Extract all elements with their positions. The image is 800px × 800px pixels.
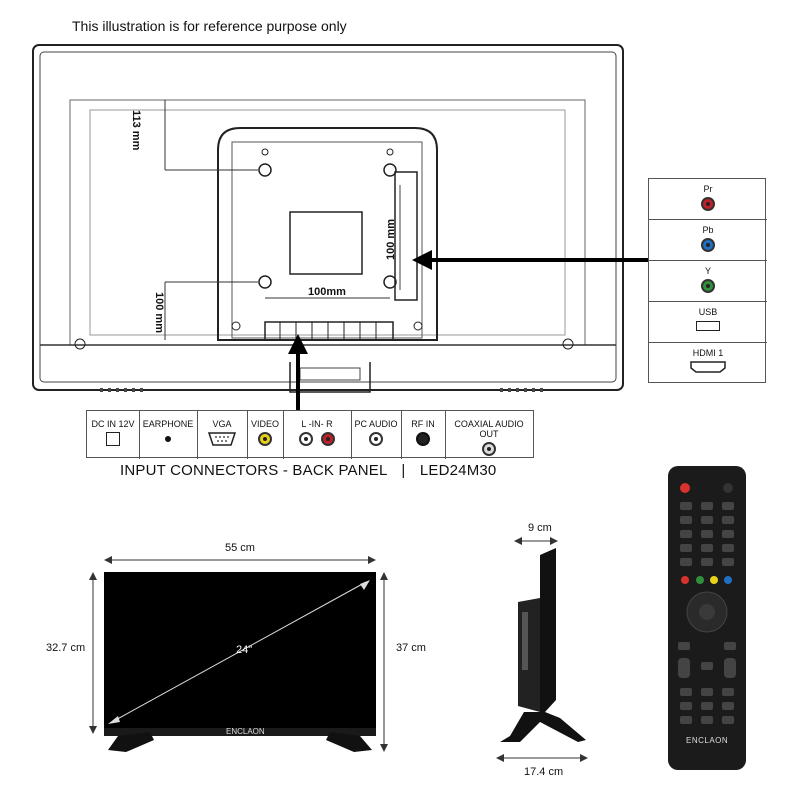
rca-blue-icon xyxy=(701,238,715,252)
pc-audio-jack-icon xyxy=(369,432,383,446)
connector-vga: VGA xyxy=(197,411,248,459)
rf-in-port-icon xyxy=(416,432,430,446)
model-number: LED24M30 xyxy=(419,462,497,479)
connector-pc-audio: PC AUDIO xyxy=(351,411,402,459)
panel-caption: INPUT CONNECTORS - BACK PANEL | LED24M30 xyxy=(120,462,496,479)
connector-coaxial-out: COAXIAL AUDIO OUT xyxy=(445,411,533,459)
connector-earphone: EARPHONE xyxy=(139,411,198,459)
dc-jack-icon xyxy=(106,432,120,446)
rca-red-icon xyxy=(701,197,715,211)
usb-port-icon xyxy=(696,321,720,331)
dim-front-height-right: 37 cm xyxy=(396,642,426,654)
connector-rf-in: RF IN xyxy=(401,411,446,459)
connector-usb: USB xyxy=(649,302,767,343)
dim-vesa-horizontal: 100mm xyxy=(308,286,346,298)
dim-front-width: 55 cm xyxy=(225,542,255,554)
connector-pr: Pr xyxy=(649,179,767,220)
dim-side-depth-top: 9 cm xyxy=(528,522,552,534)
bottom-connector-strip: DC IN 12V EARPHONE VGA VIDEO L -IN- R PC… xyxy=(86,410,534,459)
remote-buttons xyxy=(678,483,736,724)
connector-video: VIDEO xyxy=(247,411,284,459)
dim-diagonal: 24" xyxy=(236,644,253,656)
connector-dc-in: DC IN 12V xyxy=(87,411,140,459)
connector-hdmi: HDMI 1 xyxy=(649,343,767,383)
caption-separator: | xyxy=(401,462,406,479)
connector-pb: Pb xyxy=(649,220,767,261)
rca-red-icon xyxy=(321,432,335,446)
coaxial-port-icon xyxy=(482,442,496,456)
hdmi-port-icon xyxy=(690,361,726,373)
rca-white-icon xyxy=(299,432,313,446)
earphone-jack-icon xyxy=(165,436,171,442)
dim-front-height-left: 32.7 cm xyxy=(46,642,86,654)
connector-audio-lr: L -IN- R xyxy=(283,411,352,459)
tv-logo: ENCLAON xyxy=(226,727,265,736)
tv-front-screen xyxy=(104,572,376,735)
rca-yellow-icon xyxy=(258,432,272,446)
vga-port-icon xyxy=(207,432,237,446)
connector-y: Y xyxy=(649,261,767,302)
rca-green-icon xyxy=(701,279,715,293)
remote-control: ENCLAON xyxy=(668,466,746,770)
dim-side-depth-base: 17.4 cm xyxy=(524,766,564,778)
remote-logo: ENCLAON xyxy=(686,736,729,745)
reference-caption: This illustration is for reference purpo… xyxy=(72,18,347,34)
side-connector-panel: Pr Pb Y USB HDMI 1 xyxy=(648,178,767,383)
panel-title: INPUT CONNECTORS - BACK PANEL xyxy=(120,462,387,479)
